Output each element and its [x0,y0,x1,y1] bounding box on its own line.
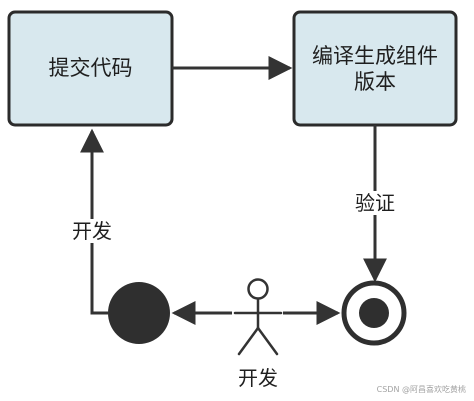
watermark-text: CSDN @阿昌喜欢吃黄桃 [376,385,466,394]
end-node [341,280,407,346]
submit-code-label: 提交代码 [48,56,133,80]
develop-side-label: 开发 [66,219,118,243]
build-version-label-line2: 版本 [354,70,396,94]
developer-actor-icon [233,278,283,356]
verify-label: 验证 [350,191,400,215]
arrow-start-to-submit [80,128,108,315]
start-node [108,282,170,344]
build-version-label-line1: 编译生成组件 [312,44,438,68]
develop-bottom-label: 开发 [238,366,278,390]
